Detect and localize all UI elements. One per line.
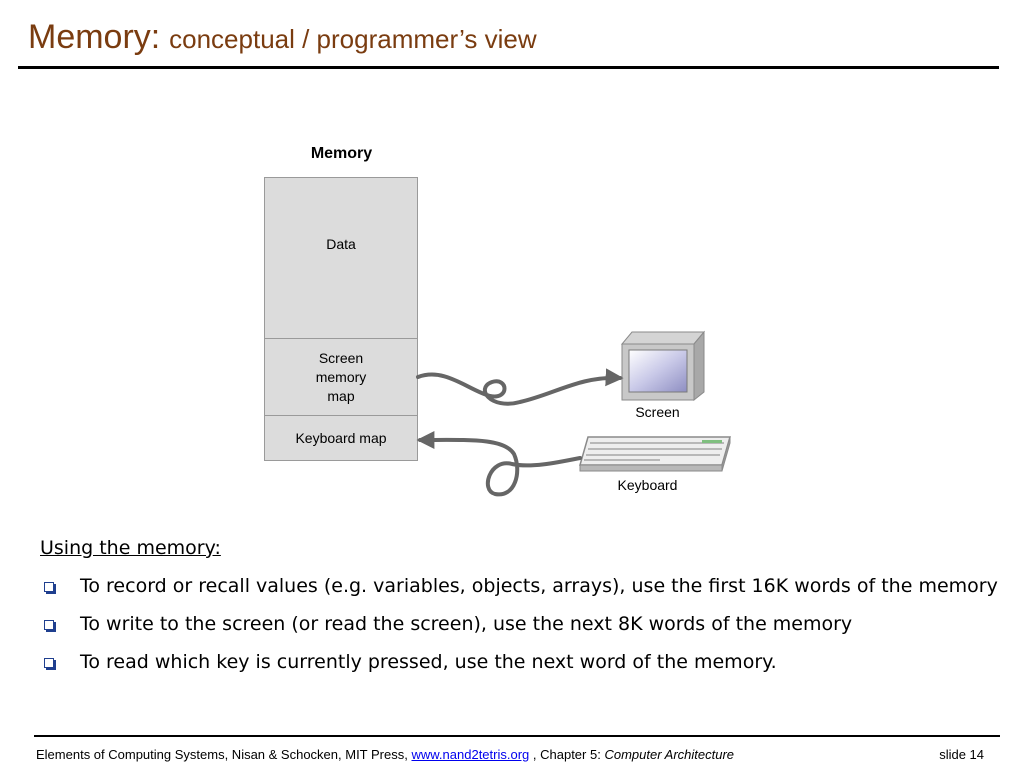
memory-block-keyboard-map-label: Keyboard map xyxy=(295,430,387,446)
monitor-icon xyxy=(620,330,706,402)
memory-block-data: Data xyxy=(264,177,418,339)
keyboard-label: Keyboard xyxy=(617,477,678,493)
footer-chapter-title: Computer Architecture xyxy=(604,747,735,762)
footer-chapter-prefix: , Chapter 5: xyxy=(532,747,601,762)
screen-label: Screen xyxy=(635,404,680,420)
slide-title: Memory: conceptual / programmer’s view xyxy=(28,18,537,57)
keyboard-icon xyxy=(579,436,731,472)
bullet-text: To record or recall values (e.g. variabl… xyxy=(80,575,998,597)
memory-diagram: Memory Data Screen memory map Keyboard m… xyxy=(264,145,731,497)
memory-block-data-label: Data xyxy=(326,236,356,252)
bullet-item: To read which key is currently pressed, … xyxy=(40,649,1000,676)
bullet-item: To write to the screen (or read the scre… xyxy=(40,611,1000,638)
content-heading: Using the memory: xyxy=(40,537,221,559)
screen-wire-arrow xyxy=(416,368,624,406)
footer-citation: Elements of Computing Systems, Nisan & S… xyxy=(36,747,408,762)
checkbox-bullet-icon xyxy=(44,620,54,630)
bullet-list: To record or recall values (e.g. variabl… xyxy=(40,573,1000,676)
diagram-graphics xyxy=(416,330,731,497)
bullet-text: To write to the screen (or read the scre… xyxy=(80,613,853,635)
keyboard-wire-arrow xyxy=(416,430,582,497)
slide-content: Using the memory: To record or recall va… xyxy=(40,535,1000,687)
bullet-item: To record or recall values (e.g. variabl… xyxy=(40,573,1000,600)
slide-number: slide 14 xyxy=(939,747,984,762)
bullet-text: To read which key is currently pressed, … xyxy=(80,651,777,673)
checkbox-bullet-icon xyxy=(44,658,54,668)
slide-title-main: Memory: xyxy=(28,18,161,56)
checkbox-bullet-icon xyxy=(44,582,54,592)
memory-block-screen-map-label: Screen memory map xyxy=(315,350,367,404)
footer-website-link[interactable]: www.nand2tetris.org xyxy=(411,747,530,762)
slide-title-sub: conceptual / programmer’s view xyxy=(169,24,537,54)
memory-title: Memory xyxy=(310,145,373,162)
footer-divider xyxy=(34,735,1000,737)
memory-block-keyboard-map: Keyboard map xyxy=(264,415,418,461)
title-divider xyxy=(18,66,999,69)
slide-footer: Elements of Computing Systems, Nisan & S… xyxy=(36,747,984,762)
